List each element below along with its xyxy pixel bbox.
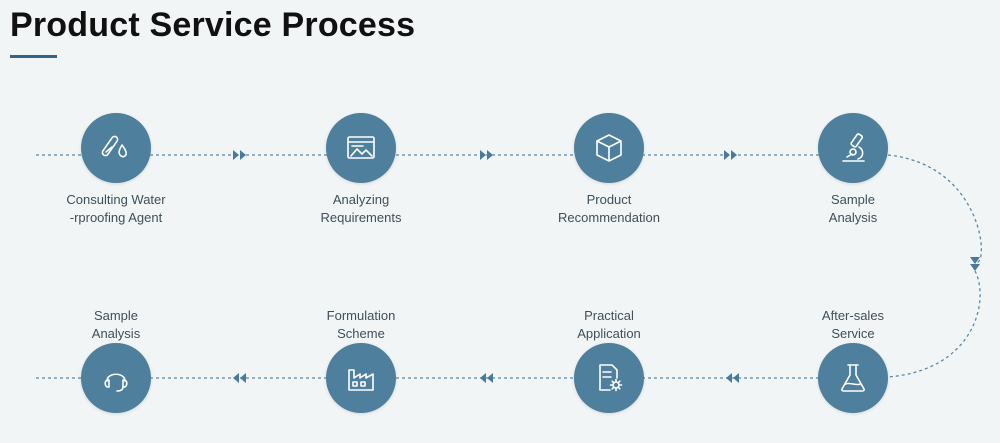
arrow-left-1 [233, 373, 246, 383]
browser-image-icon [347, 136, 375, 159]
step-analyzing-node [326, 113, 396, 183]
step-bottom-sample-node [81, 343, 151, 413]
step-after-sales-node [818, 343, 888, 413]
connector-curve-top [887, 154, 983, 263]
arrow-left-2 [480, 373, 493, 383]
page-title: Product Service Process [10, 6, 416, 44]
step-practical-node [574, 343, 644, 413]
box-icon [596, 134, 622, 162]
dropper-test-tube-icon [101, 135, 127, 158]
arrow-left-3 [726, 373, 739, 383]
step-sample-analysis-node [818, 113, 888, 183]
factory-icon [348, 369, 374, 391]
step-formulation-node [326, 343, 396, 413]
document-gear-icon [599, 364, 623, 392]
arrow-down [970, 257, 980, 271]
arrow-right-2 [480, 150, 493, 160]
microscope-icon [842, 133, 865, 162]
arrow-right-3 [724, 150, 737, 160]
title-underline [10, 55, 57, 58]
step-sample-analysis-label: Sample Analysis [828, 192, 878, 225]
step-bottom-sample-label: Sample Analysis [91, 308, 141, 341]
connector-curve-bottom [887, 270, 981, 378]
step-product-node [574, 113, 644, 183]
step-product-label: Product Recommendation [558, 192, 660, 225]
step-consulting-label: Consulting Water -rproofing Agent [66, 192, 166, 225]
step-after-sales-label: After-sales Service [821, 308, 885, 341]
arrow-right-1 [233, 150, 246, 160]
step-practical-label: Practical Application [577, 308, 641, 341]
step-analyzing-label: Analyzing Requirements [320, 192, 402, 225]
step-formulation-label: Formulation Scheme [326, 308, 396, 341]
step-consulting-node [81, 113, 151, 183]
headset-icon [104, 373, 128, 392]
flask-icon [841, 364, 865, 392]
